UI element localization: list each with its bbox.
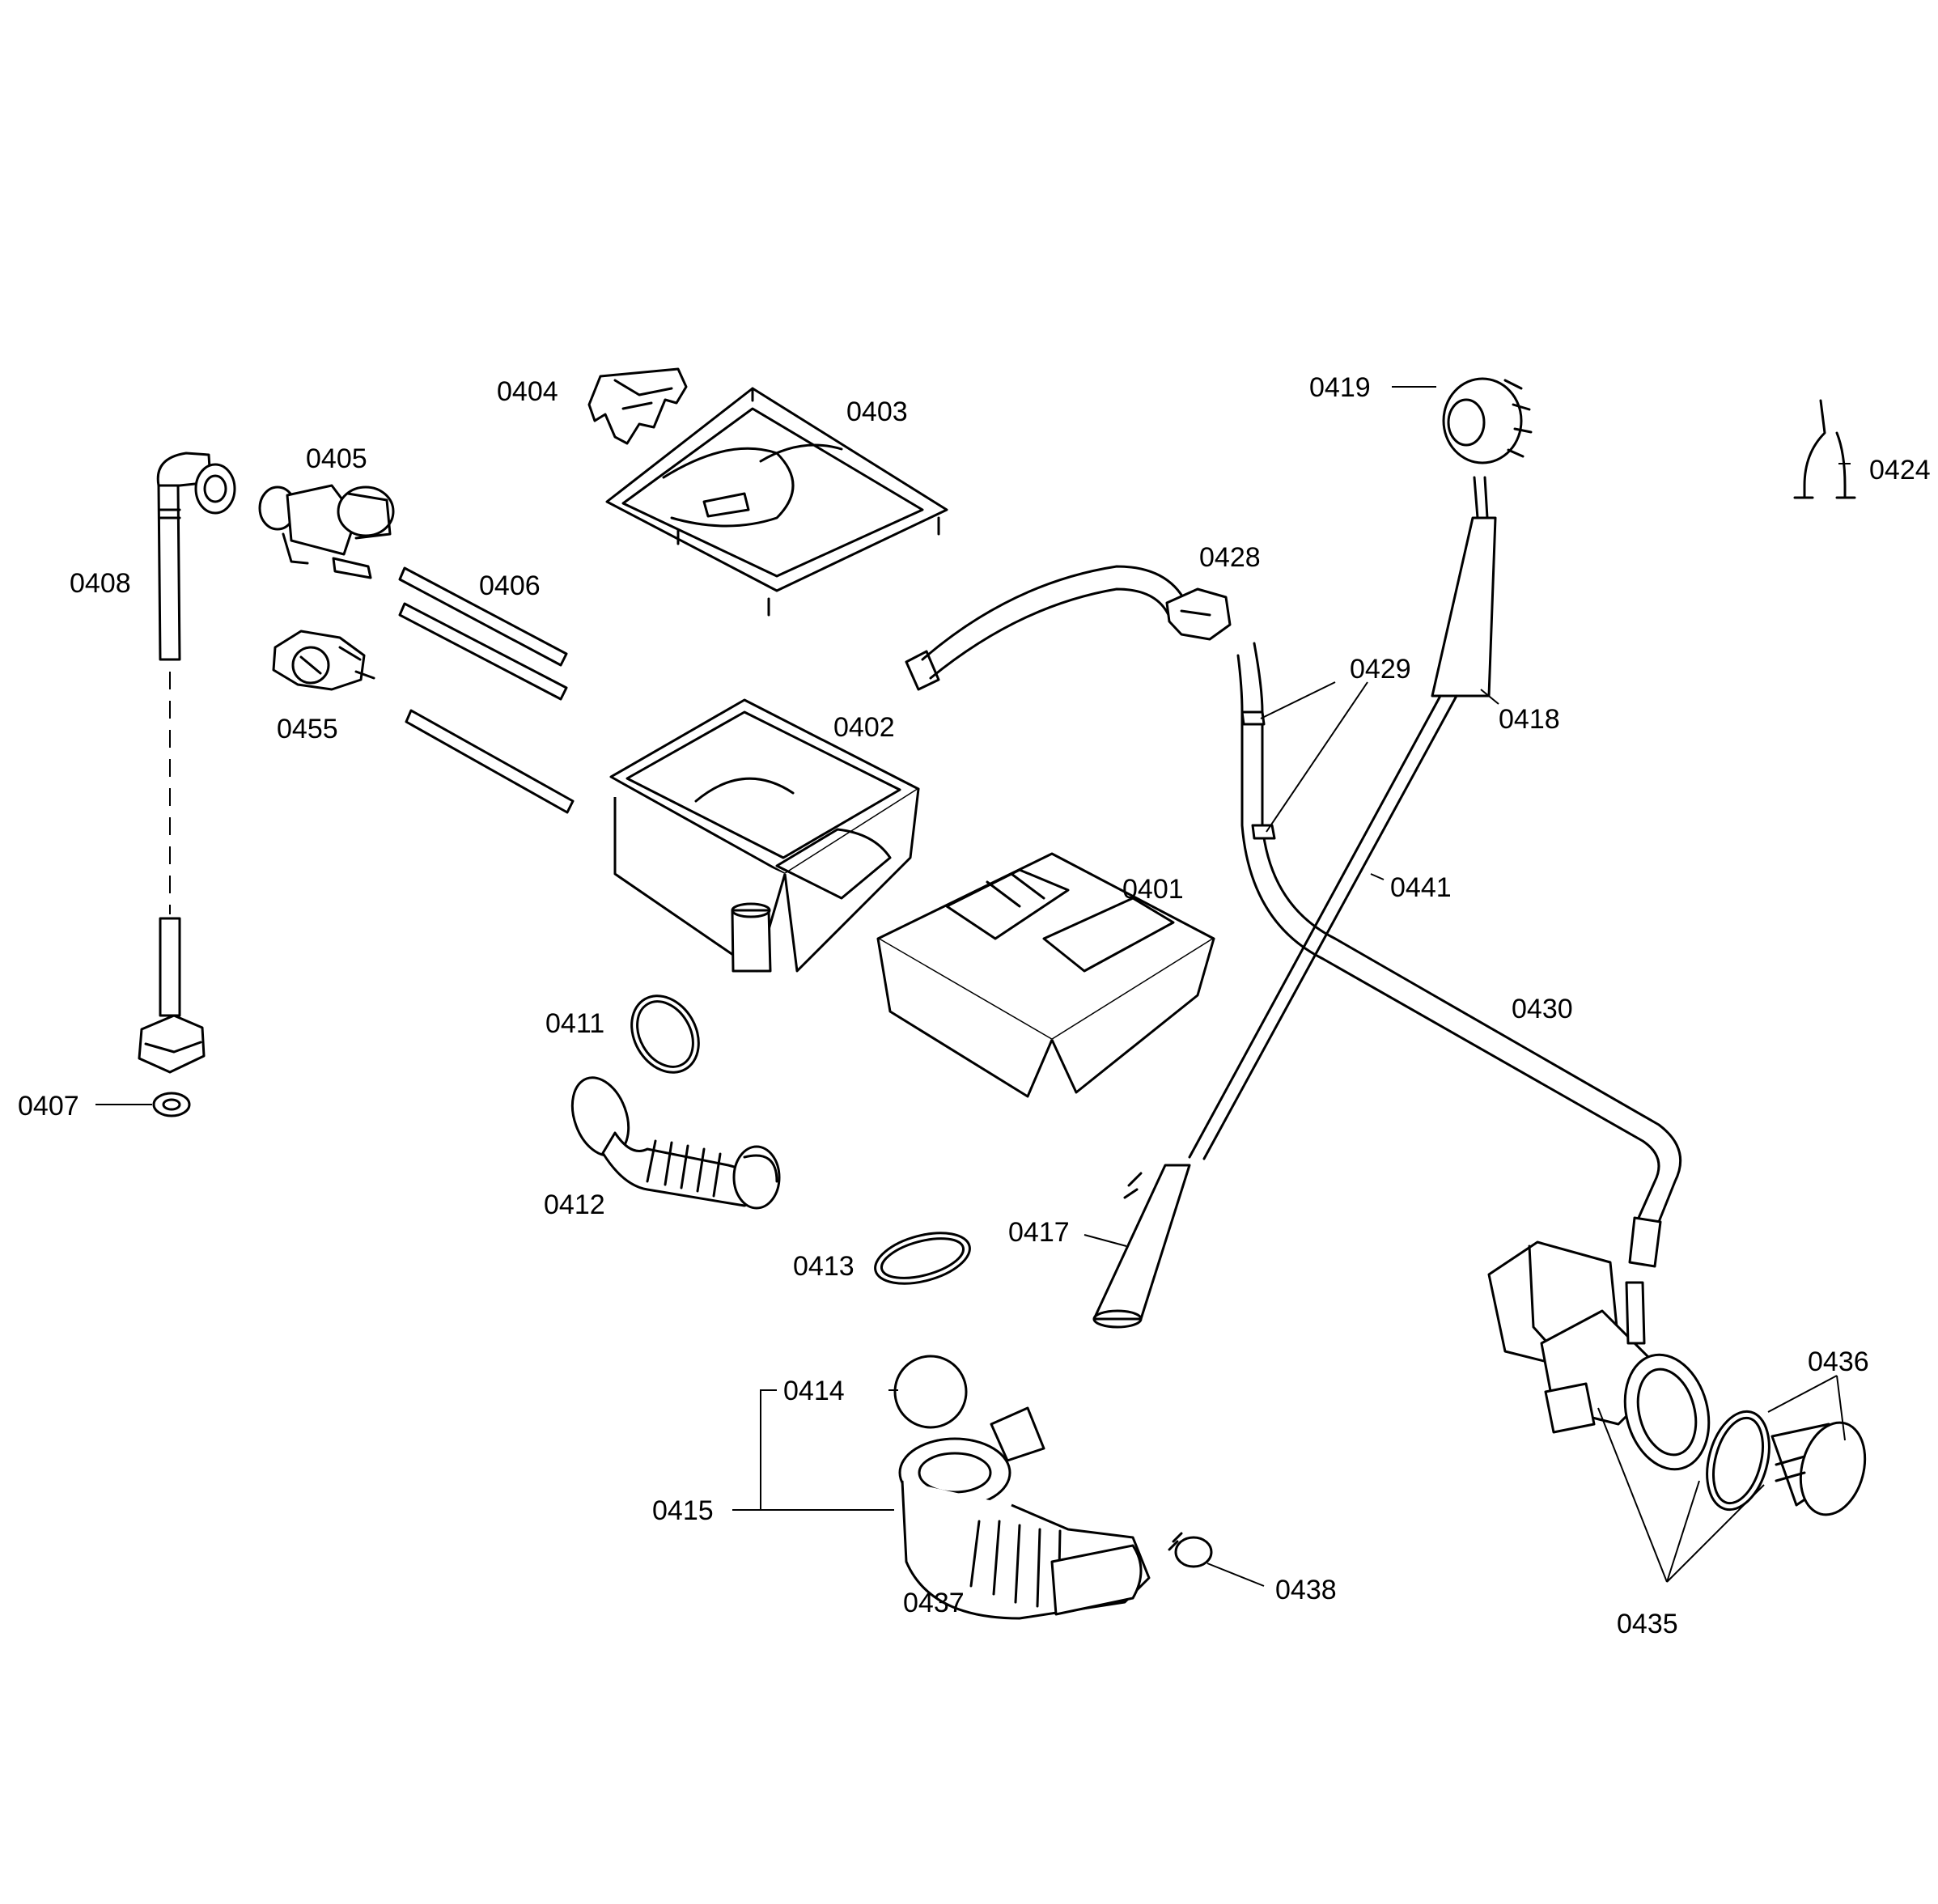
callout-0417: 0417 <box>1008 1217 1070 1248</box>
part-0402-dispenser-housing <box>609 698 920 973</box>
part-0411-ring <box>630 994 700 1074</box>
part-0405-water-valve <box>258 484 395 579</box>
part-0424-clip <box>1793 399 1856 499</box>
callout-0429: 0429 <box>1350 654 1411 685</box>
callout-0418: 0418 <box>1499 704 1560 735</box>
leader-lines <box>95 386 1851 1587</box>
callout-0413: 0413 <box>793 1251 855 1282</box>
callout-0441: 0441 <box>1390 872 1452 903</box>
callout-0437: 0437 <box>903 1588 965 1618</box>
part-0455-valve <box>272 630 375 691</box>
part-0413-ring <box>874 1232 971 1285</box>
part-0428-clip <box>1165 587 1232 641</box>
part-0430-drain-hose <box>905 565 1682 1268</box>
part-0417-sensor <box>1092 1164 1191 1329</box>
callout-0415: 0415 <box>652 1495 714 1526</box>
callout-0436: 0436 <box>1808 1346 1869 1377</box>
part-0429-clips <box>1240 710 1276 840</box>
part-0435-drain-pump <box>1487 1240 1711 1471</box>
callout-0403: 0403 <box>846 396 908 427</box>
callout-0406: 0406 <box>479 570 541 601</box>
callout-0428: 0428 <box>1199 542 1261 573</box>
callout-0405: 0405 <box>306 443 367 474</box>
part-0415-sump-hose <box>898 1406 1151 1620</box>
callout-0412: 0412 <box>544 1189 605 1220</box>
part-0403-dispenser-lid <box>605 387 948 617</box>
callout-0438: 0438 <box>1275 1575 1337 1605</box>
callout-labels: 0401 0402 0403 0404 0405 0406 0407 0408 … <box>18 372 1931 1639</box>
part-0414-ball <box>893 1355 968 1429</box>
callout-0408: 0408 <box>70 568 131 599</box>
part-0408-inlet-elbow <box>156 452 236 661</box>
callout-0430: 0430 <box>1512 994 1573 1024</box>
part-0407-inlet-connector <box>138 917 206 1117</box>
callout-0402: 0402 <box>833 712 895 743</box>
part-0436-filter <box>1706 1410 1867 1516</box>
part-0406-tubes <box>398 566 575 814</box>
callout-0401: 0401 <box>1122 874 1184 905</box>
callout-0455: 0455 <box>277 714 338 744</box>
callout-0414: 0414 <box>783 1376 845 1406</box>
callout-0404: 0404 <box>497 376 558 407</box>
part-0419-pressure-switch <box>1442 377 1533 464</box>
callout-0411: 0411 <box>545 1008 604 1039</box>
callout-0424: 0424 <box>1869 455 1931 486</box>
callout-0435: 0435 <box>1617 1609 1678 1639</box>
part-0438-clamp <box>1168 1532 1213 1568</box>
part-0441-pressure-hose <box>1188 476 1497 1160</box>
part-0401-dispenser-drawer <box>876 852 1215 1098</box>
callout-0419: 0419 <box>1309 372 1371 403</box>
part-0412-bellows-hose <box>570 1076 781 1210</box>
callout-0407: 0407 <box>18 1091 79 1122</box>
part-0404-bracket <box>587 367 688 445</box>
